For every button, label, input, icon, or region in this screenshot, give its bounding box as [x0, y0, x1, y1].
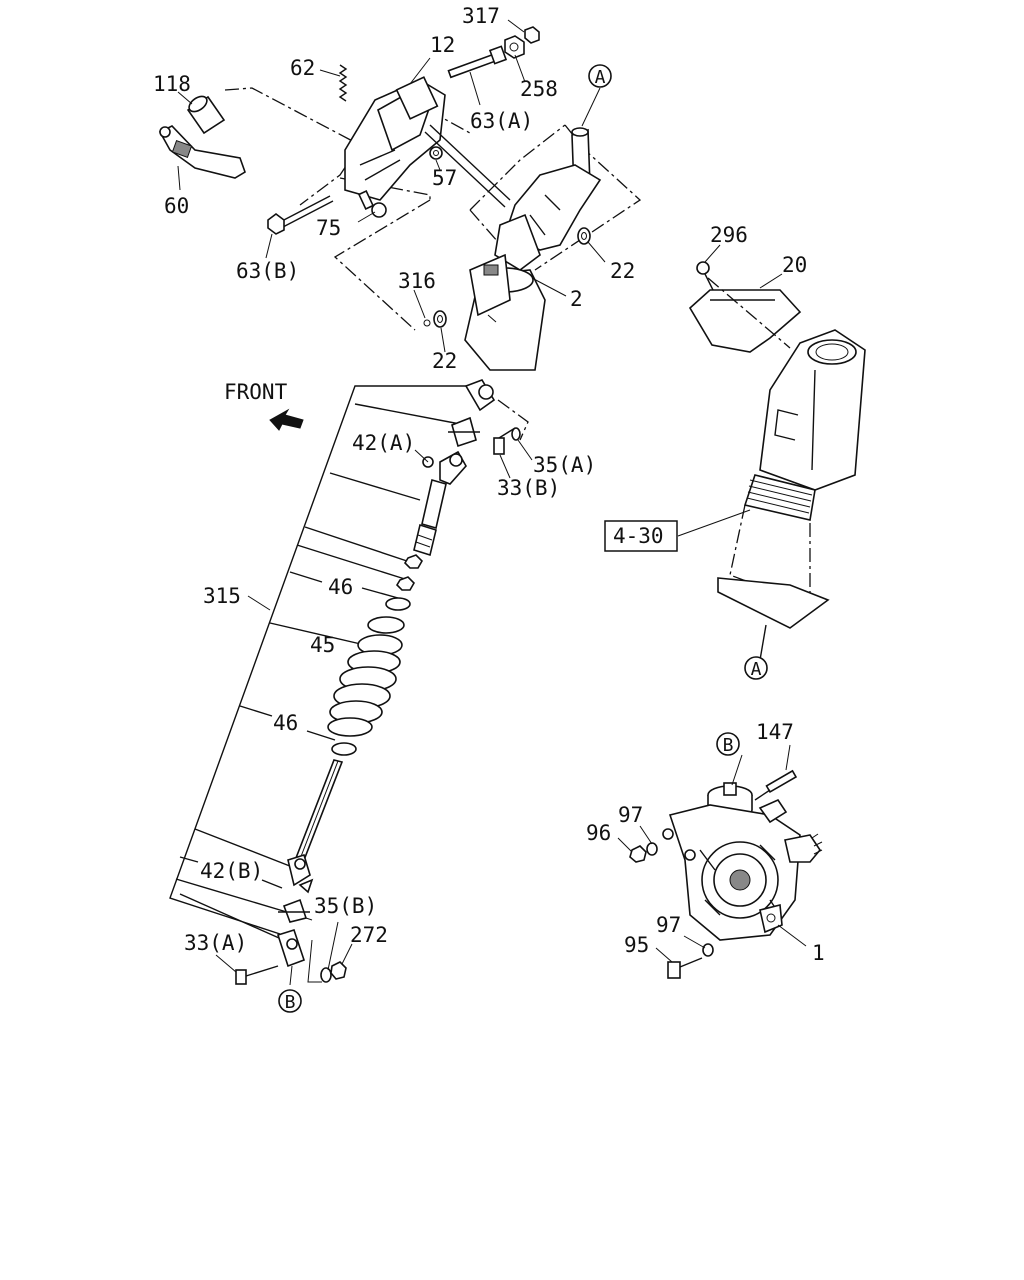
label-97-lower: 97 — [656, 913, 681, 937]
callout-a-bottom-label: A — [751, 659, 762, 680]
label-35a: 35(A) — [533, 453, 596, 477]
assembly-bracket-315 — [169, 385, 468, 943]
callout-a-top: A — [588, 64, 612, 88]
front-label: FRONT — [224, 380, 288, 404]
bushing-118 — [186, 95, 226, 135]
spring-62 — [338, 64, 348, 102]
callout-b-bottom: B — [278, 989, 302, 1013]
lever-60 — [158, 125, 246, 179]
label-12: 12 — [430, 33, 455, 57]
label-296: 296 — [710, 223, 748, 247]
ref-box-4-30 — [604, 520, 678, 552]
label-316: 316 — [398, 269, 436, 293]
callout-b-bottom-label: B — [285, 992, 296, 1013]
boot-4-30 — [717, 329, 866, 661]
label-4-30: 4-30 — [613, 524, 664, 548]
upper-universal-joint — [448, 379, 529, 455]
front-arrow-icon — [269, 408, 304, 431]
label-45: 45 — [310, 633, 335, 657]
label-46-upper: 46 — [328, 575, 353, 599]
label-57: 57 — [432, 166, 457, 190]
label-33a: 33(A) — [184, 931, 247, 955]
callout-a-bottom: A — [744, 656, 768, 680]
label-33b: 33(B) — [497, 476, 560, 500]
label-96: 96 — [586, 821, 611, 845]
label-95: 95 — [624, 933, 649, 957]
label-22-lower: 22 — [432, 349, 457, 373]
label-60: 60 — [164, 194, 189, 218]
label-42b: 42(B) — [200, 859, 263, 883]
cover-20 — [688, 261, 802, 353]
label-97-upper: 97 — [618, 803, 643, 827]
label-118: 118 — [153, 72, 191, 96]
label-317: 317 — [462, 4, 500, 28]
label-272: 272 — [350, 923, 388, 947]
label-35b: 35(B) — [314, 894, 377, 918]
intermediate-shaft — [235, 450, 467, 986]
leader-lines — [177, 19, 807, 973]
bolt-75 — [357, 189, 387, 218]
upper-bracket-assembly — [224, 26, 540, 331]
callout-b-top: B — [716, 732, 740, 756]
front-indicator: FRONT — [224, 380, 304, 431]
steering-gear-box-1 — [629, 769, 823, 979]
callout-a-top-label: A — [595, 67, 606, 88]
part-labels: 317 12 62 118 258 63(A) 57 60 75 63(B) 2… — [153, 4, 825, 965]
label-1: 1 — [812, 941, 825, 965]
label-20: 20 — [782, 253, 807, 277]
label-147: 147 — [756, 720, 794, 744]
bolt-63a — [447, 45, 508, 79]
label-75: 75 — [316, 216, 341, 240]
nut-317 — [524, 26, 540, 44]
callout-b-top-label: B — [723, 735, 734, 756]
label-63a: 63(A) — [470, 109, 533, 133]
steering-column-2 — [423, 124, 642, 371]
label-62: 62 — [290, 56, 315, 80]
bellows-45 — [327, 616, 405, 737]
label-63b: 63(B) — [236, 259, 299, 283]
label-42a: 42(A) — [352, 431, 415, 455]
label-46-lower: 46 — [273, 711, 298, 735]
bolt-63b — [267, 195, 334, 235]
label-22-upper: 22 — [610, 259, 635, 283]
label-258: 258 — [520, 77, 558, 101]
label-2: 2 — [570, 287, 583, 311]
nut-258 — [504, 35, 525, 59]
label-315: 315 — [203, 584, 241, 608]
